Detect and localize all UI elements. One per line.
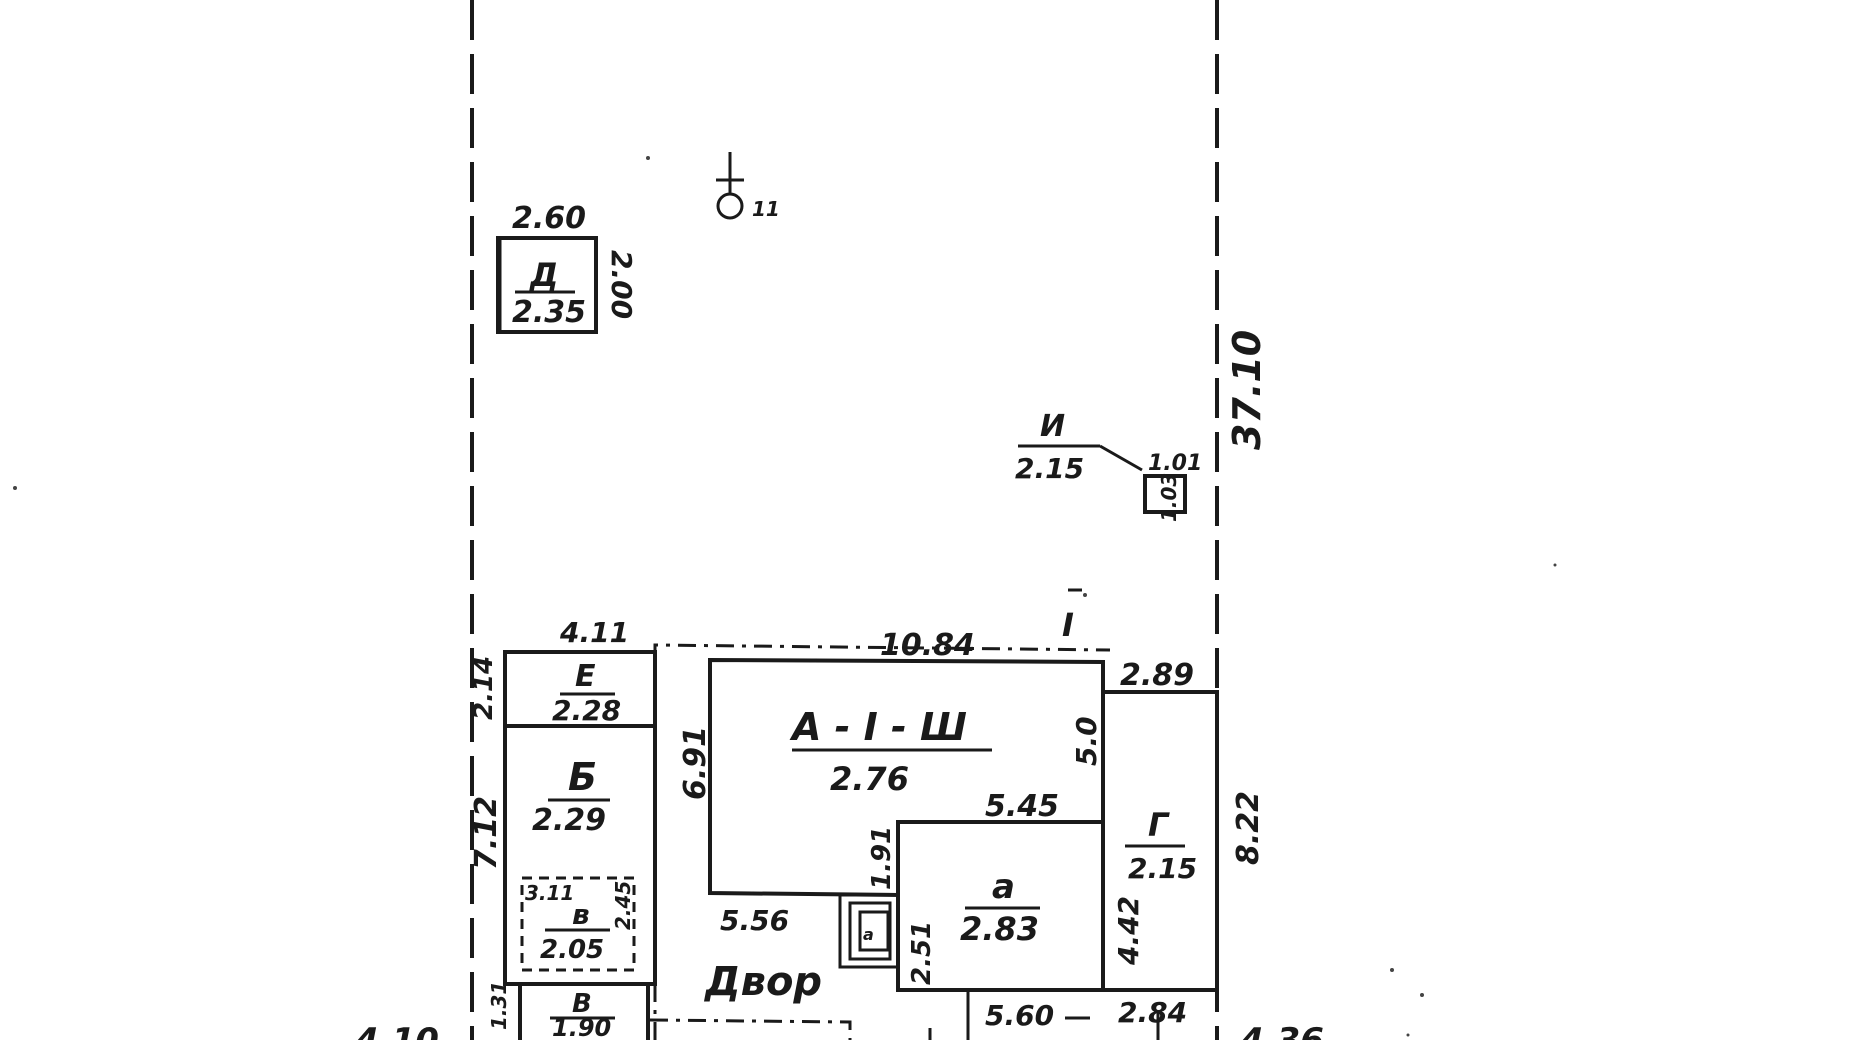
building-d: 2.60 Д 2.35 2.00 [496, 201, 638, 334]
building-b6-depth: 7.12 [469, 796, 504, 870]
lot-side-length: 37.10 [1225, 330, 1269, 450]
building-v-height: 1.90 [552, 1014, 611, 1040]
well-label: 11 [752, 197, 780, 221]
building-d-depth: 2.00 [605, 250, 638, 319]
main-house-name: А - I - Ш [789, 705, 967, 749]
building-d-height: 2.35 [512, 295, 586, 330]
building-e-width: 4.11 [559, 616, 629, 649]
building-d-width: 2.60 [512, 201, 586, 236]
annex-v-depth: 2.45 [611, 881, 635, 930]
building-g-bottom-dimension: 2.84 [1118, 996, 1187, 1029]
veranda-a: 5.45 а 2.83 1.91 2.51 5.60 [867, 789, 1105, 1032]
building-v: В 1.90 1.31 [487, 981, 650, 1040]
annex-v-width: 3.11 [525, 881, 574, 905]
main-house-height: 2.76 [830, 760, 909, 798]
building-g-height: 2.15 [1128, 852, 1197, 885]
veranda-left-upper-dimension: 1.91 [867, 826, 897, 890]
outhouse-depth: 1.03 [1157, 473, 1181, 522]
veranda-top-dimension: 5.45 [985, 789, 1059, 824]
porch-label: а [863, 925, 874, 944]
building-e: 4.11 Е 2.28 2.14 [469, 616, 657, 728]
veranda-left-lower-dimension: 2.51 [907, 921, 937, 985]
building-b6-height: 2.29 [532, 803, 606, 838]
main-house-right-dimension: 5.0 [1070, 716, 1103, 766]
main-house: 10.84 А - I - Ш 2.76 6.91 5.0 5.56 [678, 628, 1105, 937]
building-e-depth: 2.14 [469, 656, 499, 720]
building-v-name: В [572, 989, 592, 1019]
building-b6-name: Б [568, 755, 597, 799]
veranda-height: 2.83 [960, 910, 1039, 948]
annex-v-height: 2.05 [540, 935, 604, 965]
porch-steps: а [838, 893, 900, 969]
annex-v-name: в [572, 898, 590, 931]
main-house-top-dimension: 10.84 [880, 628, 975, 663]
yard-marker: I [1062, 606, 1074, 644]
veranda-name: а [992, 867, 1015, 907]
yard-label: Двор [703, 959, 822, 1005]
building-g: 2.89 Г 2.15 8.22 4.42 2.84 [1101, 658, 1266, 1029]
building-g-name: Г [1148, 806, 1170, 844]
outhouse-width: 1.01 [1148, 451, 1202, 476]
building-v-depth: 1.31 [487, 981, 511, 1030]
building-g-right-dimension: 8.22 [1231, 791, 1266, 865]
building-d-name: Д [529, 256, 559, 294]
bottom-right-dimension: 4.36 [1239, 1021, 1324, 1040]
outhouse-i: И 2.15 1.01 1.03 [1015, 409, 1202, 522]
building-g-left-dimension: 4.42 [1112, 896, 1145, 966]
front-fence-line [649, 1018, 852, 1040]
main-house-bottom-dimension: 5.56 [720, 904, 789, 937]
well-symbol: 11 [716, 152, 780, 221]
annex-v: 3.11 в 2.05 2.45 [520, 876, 636, 972]
building-e-height: 2.28 [552, 694, 621, 727]
building-g-top-dimension: 2.89 [1120, 658, 1194, 693]
building-e-name: Е [575, 659, 596, 694]
outhouse-name: И [1040, 409, 1065, 444]
main-house-left-dimension: 6.91 [678, 726, 713, 800]
outhouse-height: 2.15 [1015, 452, 1084, 485]
bottom-left-dimension: 4.10 [354, 1021, 439, 1040]
veranda-bottom-dimension: 5.60 [985, 999, 1054, 1032]
